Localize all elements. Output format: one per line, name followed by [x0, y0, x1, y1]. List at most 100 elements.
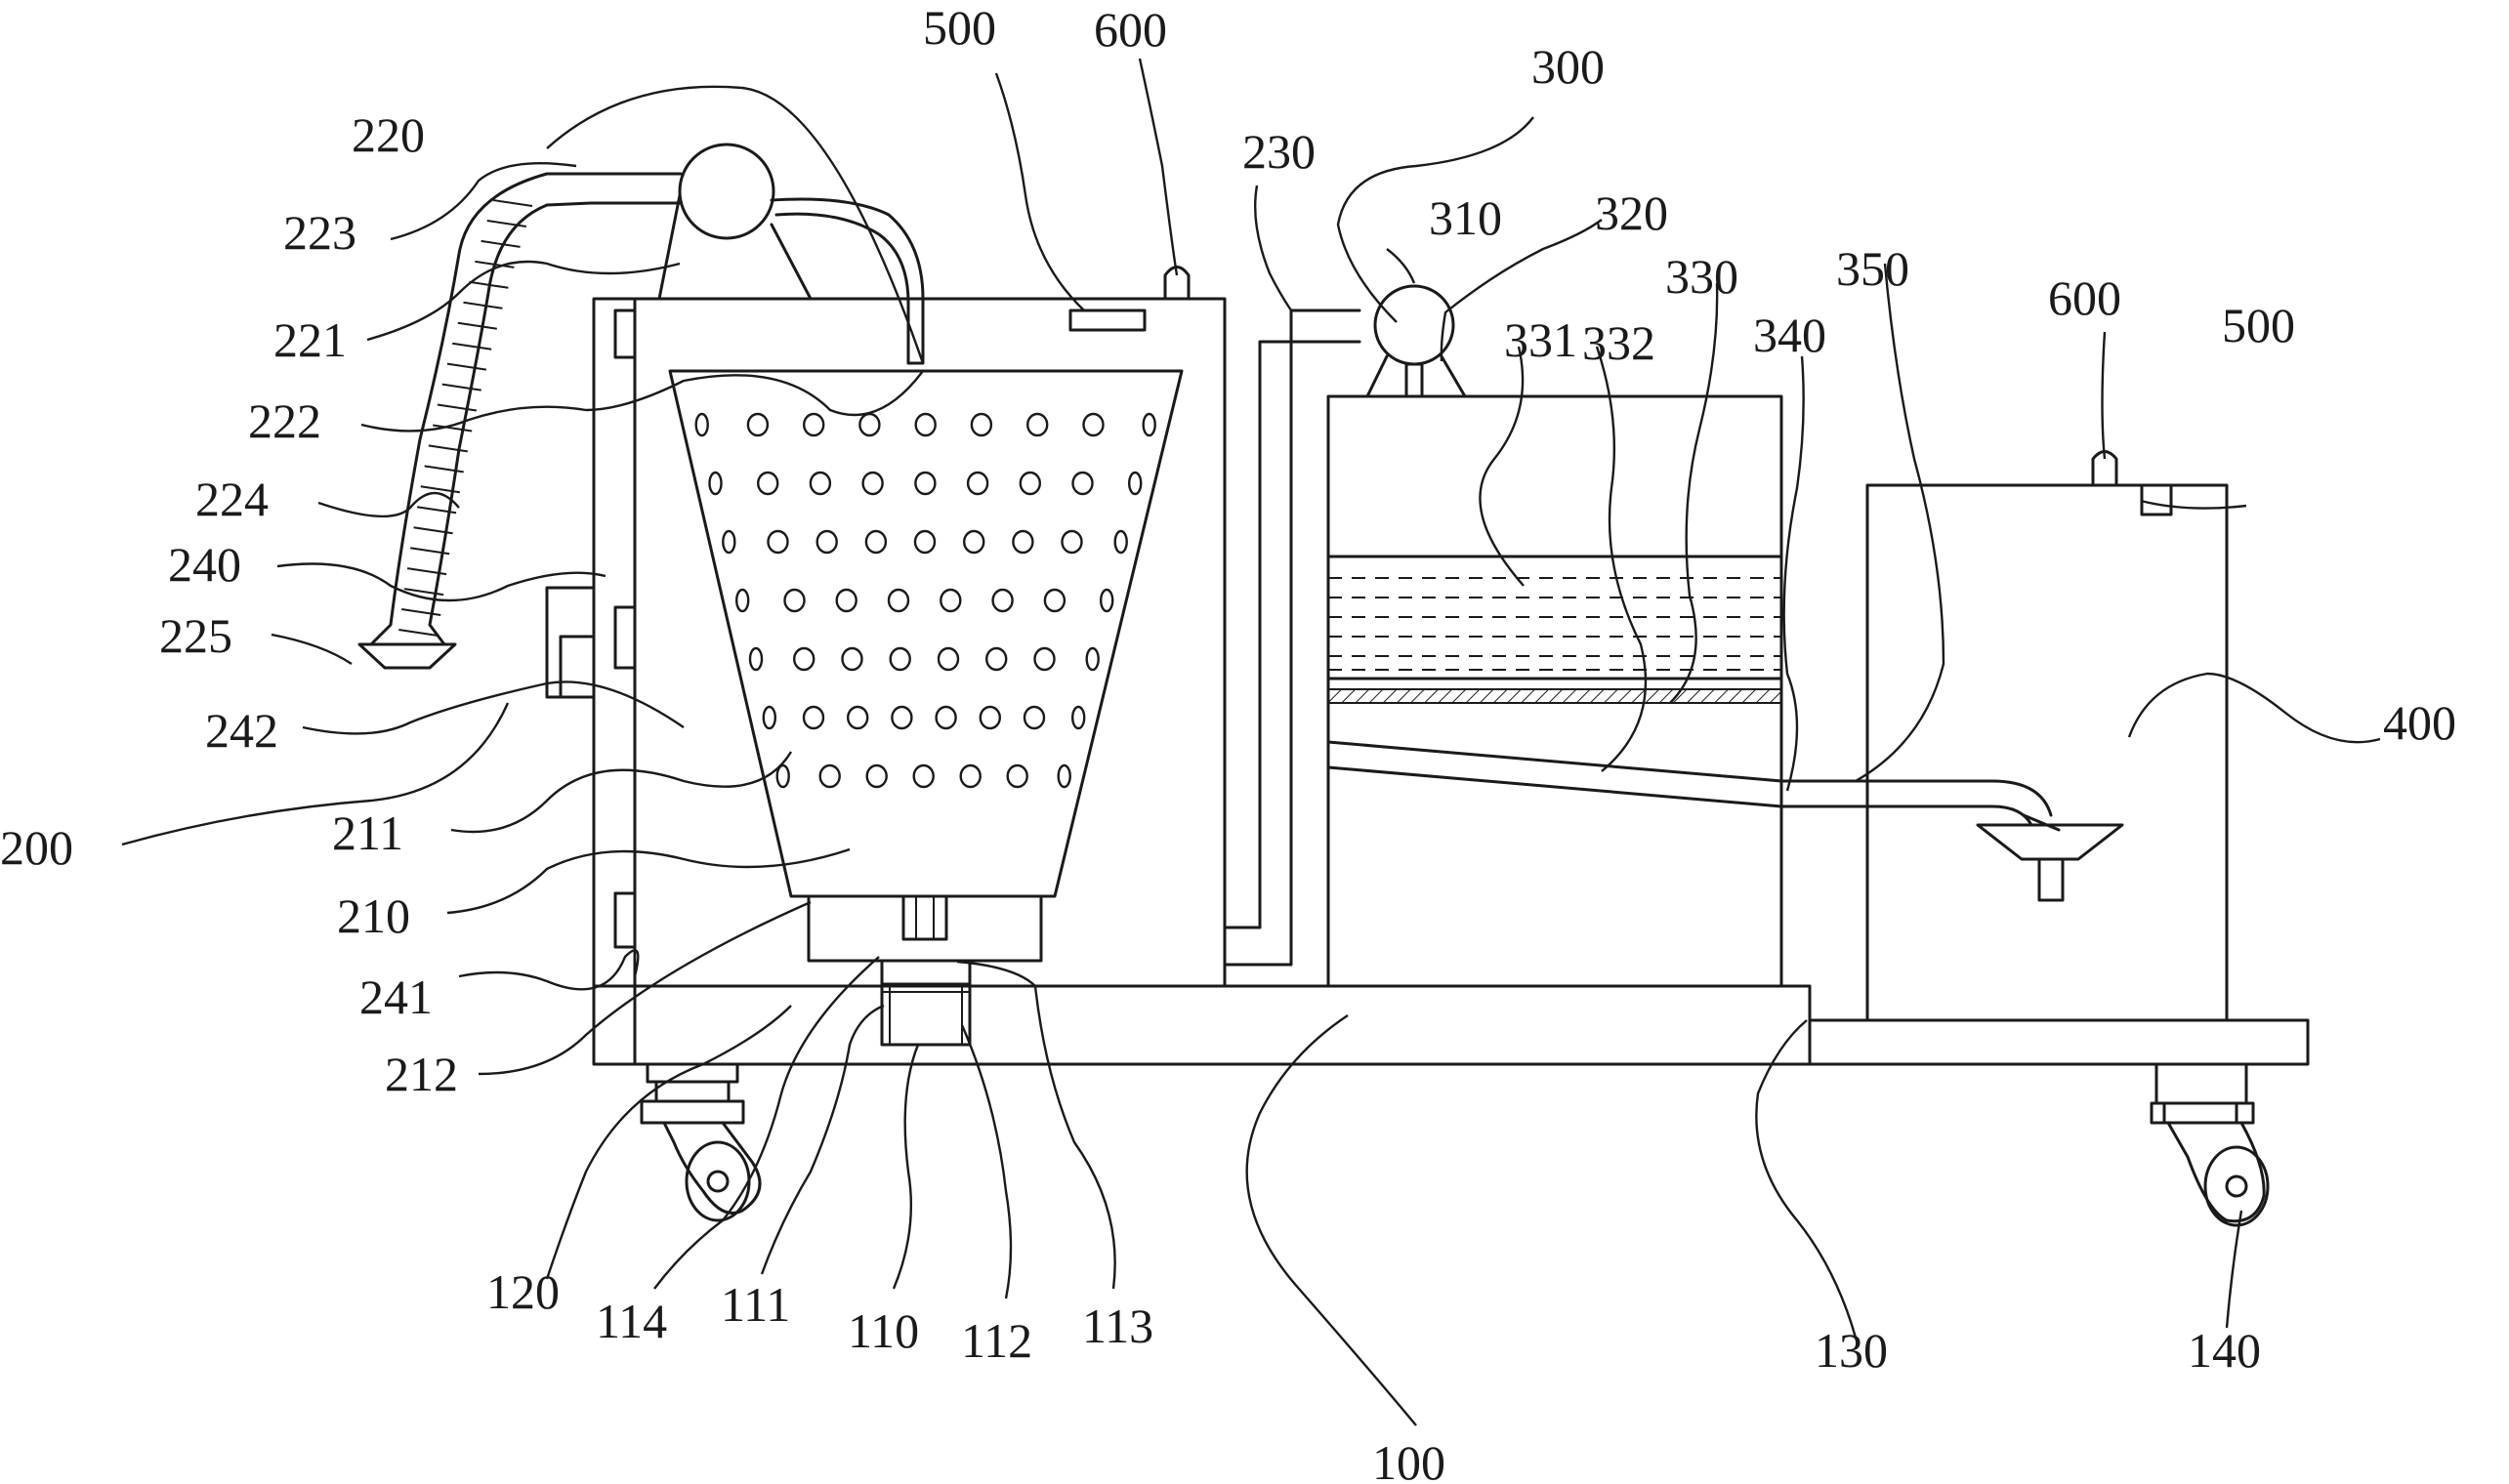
suction-hose [357, 172, 593, 670]
label-130: 130 [1815, 1323, 1888, 1378]
hose-rib [469, 280, 509, 289]
strainer-hole [802, 705, 825, 730]
strainer-hole [1071, 471, 1094, 496]
hose-rib [492, 199, 533, 207]
label-332: 332 [1582, 315, 1655, 370]
filter-tank [1326, 284, 1783, 988]
label-241: 241 [359, 969, 433, 1024]
strainer-hole [783, 588, 806, 613]
strainer-hole [1113, 529, 1128, 555]
label-240: 240 [168, 537, 241, 592]
strainer-hole [940, 588, 962, 613]
strainer-hole [966, 471, 989, 496]
strainer-hole [891, 705, 913, 730]
hose-rib [416, 506, 457, 515]
label-310: 310 [1429, 190, 1502, 245]
label-331: 331 [1504, 312, 1577, 367]
strainer-hole [835, 588, 857, 613]
strainer-hole [1025, 412, 1049, 437]
label-224: 224 [195, 472, 269, 526]
housing [545, 297, 1227, 988]
label-330: 330 [1665, 249, 1738, 304]
strainer-hole [937, 646, 960, 672]
strainer-hole [1127, 471, 1143, 496]
label-350: 350 [1836, 241, 1909, 296]
label-100: 100 [1372, 1435, 1445, 1484]
right-caster [2150, 1062, 2270, 1227]
strainer-hole [913, 529, 937, 555]
hose-rib [413, 526, 453, 535]
strainer-hole [746, 412, 770, 437]
transfer-pipe [1223, 309, 1361, 988]
base-frame [592, 984, 2310, 1066]
hose-rib [424, 465, 464, 474]
label-212: 212 [385, 1047, 458, 1101]
label-210: 210 [337, 888, 410, 943]
strainer-hole [847, 705, 869, 730]
hose-rib [401, 608, 441, 616]
strainer-hole [991, 588, 1014, 613]
outlet-pipe [1779, 779, 2124, 902]
strainer-hole [1061, 529, 1083, 555]
hose-rib [428, 444, 468, 453]
label-500-left: 500 [923, 0, 996, 55]
strainer-hole [912, 763, 935, 789]
strainer-hole [748, 646, 764, 672]
label-112: 112 [961, 1313, 1032, 1368]
strainer-hole [864, 529, 888, 555]
strainer-holes [694, 412, 1156, 789]
strainer-hole [963, 529, 985, 555]
part-labels: 220 223 221 222 224 240 225 242 200 211 … [0, 0, 2456, 1484]
label-222: 222 [248, 393, 321, 448]
strainer-hole [762, 705, 776, 730]
strainer-hole [985, 646, 1008, 672]
strainer-hole [1033, 646, 1056, 672]
label-200: 200 [0, 820, 73, 875]
strainer-hole [809, 471, 832, 496]
label-140: 140 [2188, 1323, 2261, 1378]
cone-basket [668, 369, 1184, 898]
label-221: 221 [273, 312, 347, 367]
strainer-hole [1023, 705, 1046, 730]
strainer-hole [1142, 412, 1156, 437]
strainer-hole [1057, 763, 1071, 789]
hose-rib [410, 547, 450, 556]
label-230: 230 [1242, 124, 1316, 179]
hose-rib [481, 239, 521, 248]
hose-rib [475, 260, 515, 268]
label-120: 120 [486, 1264, 560, 1319]
strainer-hole [1070, 705, 1086, 730]
strainer-hole [1043, 588, 1066, 613]
strainer-hole [694, 412, 709, 437]
label-111: 111 [721, 1277, 790, 1332]
hose-rib [486, 220, 526, 227]
strainer-hole [970, 412, 993, 437]
strainer-hole [914, 412, 937, 437]
strainer-hole [815, 529, 838, 555]
label-110: 110 [848, 1303, 919, 1358]
label-600-left: 600 [1094, 2, 1167, 57]
strainer-hole [1012, 529, 1034, 555]
strainer-hole [735, 588, 750, 613]
strainer-hole [935, 705, 957, 730]
strainer-hole [708, 471, 723, 496]
strainer-hole [803, 412, 825, 437]
strainer-hole [1082, 412, 1105, 437]
label-340: 340 [1753, 308, 1826, 362]
strainer-hole [757, 471, 779, 496]
label-211: 211 [332, 805, 403, 860]
strainer-hole [841, 646, 863, 672]
strainer-hole [889, 646, 911, 672]
hose-rib [441, 383, 481, 392]
strainer-hole [818, 763, 841, 789]
strainer-hole [1019, 471, 1042, 496]
hose-rib [398, 629, 439, 637]
strainer-hole [865, 763, 888, 789]
label-225: 225 [159, 608, 232, 663]
label-400: 400 [2383, 695, 2456, 750]
label-220: 220 [352, 107, 425, 162]
strainer-hole [767, 529, 789, 555]
hose-rib [433, 424, 473, 433]
